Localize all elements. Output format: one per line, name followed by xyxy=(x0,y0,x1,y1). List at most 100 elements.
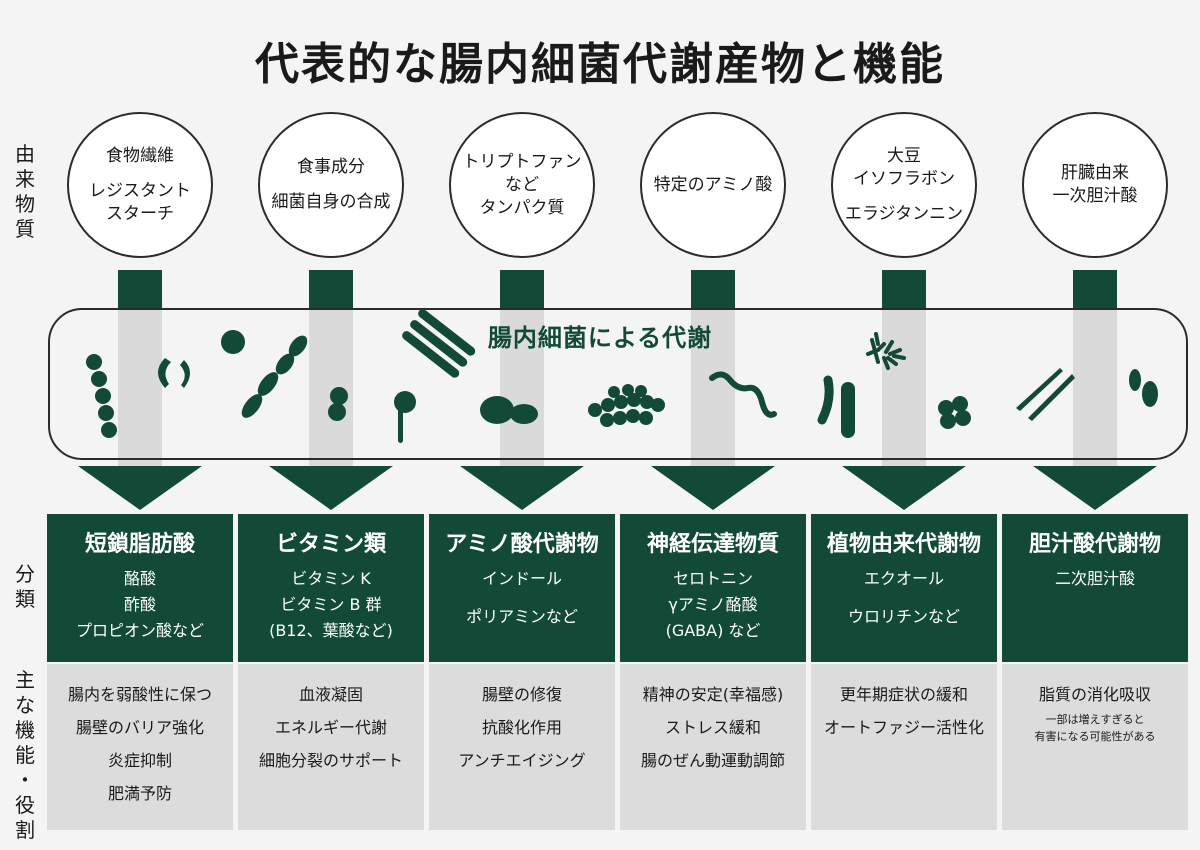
function-item: 腸壁の修復 xyxy=(481,685,562,704)
function-box: 血液凝固 エネルギー代謝 細胞分裂のサポート xyxy=(238,664,424,830)
arrow-head xyxy=(651,466,775,510)
origin-text: 大豆 xyxy=(887,145,921,166)
origin-text: 食事成分 xyxy=(297,157,365,177)
side-label-char: 類 xyxy=(15,587,35,611)
function-box: 更年期症状の緩和 オートファジー活性化 xyxy=(811,664,997,830)
origin-text: レジスタント xyxy=(89,180,191,201)
category-name: ビタミン類 xyxy=(275,532,386,557)
side-label-char: な xyxy=(15,693,35,717)
category-example: ポリアミンなど xyxy=(466,607,578,626)
arrow-shaft-top xyxy=(691,270,735,310)
origin-circle: 食物繊維 レジスタント スターチ xyxy=(67,112,213,258)
origin-circle: トリプトファン など タンパク質 xyxy=(449,112,595,258)
origin-text: 肝臓由来 xyxy=(1061,163,1129,183)
function-item: 腸壁のバリア強化 xyxy=(75,718,204,737)
arrow-shaft-top xyxy=(500,270,544,310)
function-item: 腸内を弱酸性に保つ xyxy=(67,685,212,704)
arrow-head xyxy=(842,466,966,510)
origin-circle: 食事成分 細菌自身の合成 xyxy=(258,112,404,258)
category-example: (B12、葉酸など) xyxy=(269,621,393,640)
category-spacer xyxy=(811,592,997,604)
category-example: ビタミン K xyxy=(291,569,371,588)
category-name: 胆汁酸代謝物 xyxy=(1028,532,1161,557)
function-box: 脂質の消化吸収 一部は増えすぎると 有害になる可能性がある xyxy=(1002,664,1188,830)
side-label-function: 主 な 機 能 ・ 役 割 xyxy=(8,668,42,843)
category-spacer xyxy=(429,592,615,604)
category-example: セロトニン xyxy=(672,569,753,588)
category-example: 酢酸 xyxy=(123,595,156,614)
category-example: ウロリチンなど xyxy=(847,607,960,626)
category-example: 酪酸 xyxy=(123,569,156,588)
side-label-char: 役 xyxy=(15,793,35,817)
function-item: 抗酸化作用 xyxy=(481,718,562,737)
origin-text: スターチ xyxy=(106,203,174,224)
origin-text: イソフラボン xyxy=(853,168,955,189)
origin-text: 一次胆汁酸 xyxy=(1052,186,1138,206)
function-item: 腸のぜん動運動調節 xyxy=(640,751,785,770)
arrow-shaft-top xyxy=(1073,270,1117,310)
origin-circle: 特定のアミノ酸 xyxy=(640,112,786,258)
function-box: 腸壁の修復 抗酸化作用 アンチエイジング xyxy=(429,664,615,830)
function-item: エネルギー代謝 xyxy=(274,718,387,737)
side-label-char: 機 xyxy=(15,718,35,742)
category-name: アミノ酸代謝物 xyxy=(445,532,599,557)
function-item: ストレス緩和 xyxy=(664,718,761,737)
metabolism-band-title: 腸内細菌による代謝 xyxy=(487,324,713,352)
function-box: 腸内を弱酸性に保つ 腸壁のバリア強化 炎症抑制 肥満予防 xyxy=(47,664,233,830)
arrow-shaft-top xyxy=(309,270,353,310)
side-label-char: 来 xyxy=(15,167,35,191)
category-box: アミノ酸代謝物 インドール ポリアミンなど xyxy=(429,514,615,662)
side-label-category: 分 類 xyxy=(8,562,42,612)
category-example: (GABA) など xyxy=(665,621,761,640)
arrow-head xyxy=(1033,466,1157,510)
function-item: オートファジー活性化 xyxy=(823,718,984,737)
category-box: 神経伝達物質 セロトニン γアミノ酪酸 (GABA) など xyxy=(620,514,806,662)
origin-text: タンパク質 xyxy=(479,197,565,218)
category-example: プロピオン酸など xyxy=(75,621,204,640)
category-example: 二次胆汁酸 xyxy=(1054,569,1135,588)
side-label-char: 主 xyxy=(15,668,35,692)
side-label-char: 分 xyxy=(15,562,35,586)
category-name: 短鎖脂肪酸 xyxy=(84,532,195,557)
origin-text: など xyxy=(505,174,539,195)
origin-text: 細菌自身の合成 xyxy=(271,192,391,212)
side-label-char: 割 xyxy=(15,818,35,842)
function-item: 細胞分裂のサポート xyxy=(258,751,403,770)
function-item: 肥満予防 xyxy=(107,784,172,803)
category-example: γアミノ酪酸 xyxy=(668,595,758,614)
side-label-char: 能 xyxy=(15,743,35,767)
origin-text: トリプトファン xyxy=(462,151,582,172)
origin-circle: 肝臓由来 一次胆汁酸 xyxy=(1022,112,1168,258)
function-item: アンチエイジング xyxy=(458,751,586,770)
category-name: 植物由来代謝物 xyxy=(826,532,981,557)
arrow-head xyxy=(78,466,202,510)
origin-text: エラジタンニン xyxy=(844,203,964,224)
function-item: 炎症抑制 xyxy=(107,751,172,770)
function-item: 血液凝固 xyxy=(298,685,363,704)
arrow-shaft-top xyxy=(882,270,926,310)
origin-circle: 大豆 イソフラボン エラジタンニン xyxy=(831,112,977,258)
category-example: ビタミン B 群 xyxy=(280,595,382,614)
category-box: ビタミン類 ビタミン K ビタミン B 群 (B12、葉酸など) xyxy=(238,514,424,662)
side-label-origin: 由 来 物 質 xyxy=(8,142,42,242)
side-label-char: 物 xyxy=(15,192,35,216)
side-label-char: ・ xyxy=(15,768,35,792)
origin-text: 食物繊維 xyxy=(106,145,174,166)
origin-text: 特定のアミノ酸 xyxy=(653,174,773,195)
category-example: エクオール xyxy=(863,569,944,588)
side-label-char: 質 xyxy=(15,217,35,241)
category-box: 短鎖脂肪酸 酪酸 酢酸 プロピオン酸など xyxy=(47,514,233,662)
category-box: 植物由来代謝物 エクオール ウロリチンなど xyxy=(811,514,997,662)
function-note: 有害になる可能性がある xyxy=(1034,730,1156,743)
category-name: 神経伝達物質 xyxy=(646,532,779,557)
function-note: 一部は増えすぎると xyxy=(1045,713,1145,726)
side-label-char: 由 xyxy=(15,142,35,166)
page-title: 代表的な腸内細菌代謝産物と機能 xyxy=(255,39,945,90)
arrow-head xyxy=(269,466,393,510)
arrow-shaft-top xyxy=(118,270,162,310)
category-box: 胆汁酸代謝物 二次胆汁酸 xyxy=(1002,514,1188,662)
function-item: 更年期症状の緩和 xyxy=(839,685,968,704)
metabolism-band xyxy=(48,308,1188,460)
function-box: 精神の安定(幸福感) ストレス緩和 腸のぜん動運動調節 xyxy=(620,664,806,830)
arrow-head xyxy=(460,466,584,510)
